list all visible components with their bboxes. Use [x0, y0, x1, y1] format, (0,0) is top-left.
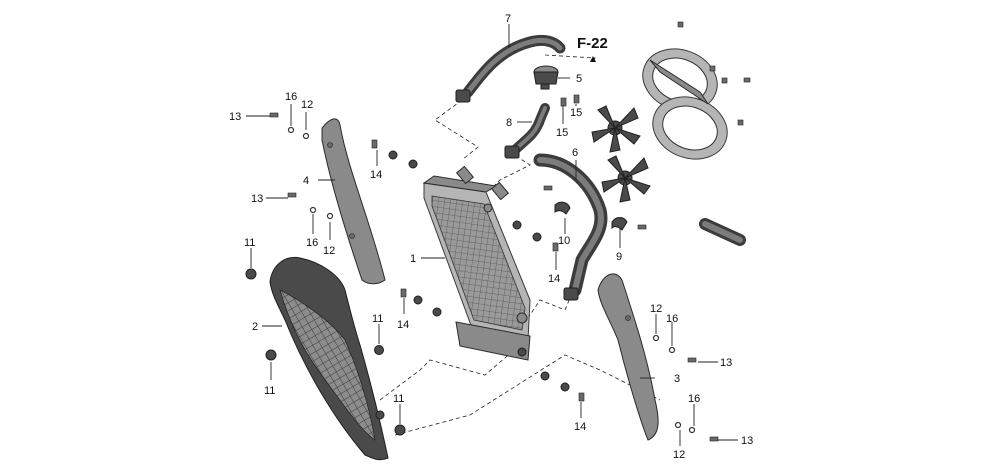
- left-upper-shroud: [321, 118, 386, 285]
- callout-12: 12: [650, 303, 662, 315]
- callout-15: 15: [556, 127, 568, 139]
- left-grille-shroud: [269, 256, 389, 461]
- callout-13: 13: [229, 111, 241, 123]
- callout-14: 14: [574, 421, 586, 433]
- thermostat-housing: [533, 65, 559, 90]
- right-shroud: [597, 273, 659, 441]
- callout-9: 9: [616, 251, 622, 263]
- callout-labels: F-22 1 2 3 4 5 6 7 8 9 10 11 11 11 11 12…: [229, 13, 753, 461]
- callout-14: 14: [397, 319, 409, 331]
- callout-11: 11: [393, 393, 404, 405]
- callout-12: 12: [323, 245, 335, 257]
- callout-3: 3: [674, 373, 680, 385]
- callout-4: 4: [303, 175, 309, 187]
- callout-15: 15: [570, 107, 582, 119]
- callout-13: 13: [720, 357, 732, 369]
- callout-6: 6: [572, 147, 578, 159]
- callout-14: 14: [370, 169, 382, 181]
- callout-7: 7: [505, 13, 511, 25]
- fasteners: [245, 21, 751, 442]
- leader-lines: [246, 24, 738, 446]
- callout-16: 16: [285, 91, 297, 103]
- callout-16: 16: [306, 237, 318, 249]
- cooling-fan-lower: [601, 155, 651, 203]
- callout-14: 14: [548, 273, 560, 285]
- callout-8: 8: [506, 117, 512, 129]
- callout-2: 2: [252, 321, 258, 333]
- reference-label: F-22: [577, 35, 608, 52]
- callout-11: 11: [264, 385, 275, 397]
- fan-shroud: [642, 48, 728, 160]
- callout-12: 12: [301, 99, 313, 111]
- callout-13: 13: [251, 193, 263, 205]
- cooling-fan-upper: [591, 105, 641, 153]
- upper-hose: [455, 34, 566, 103]
- small-hose: [504, 103, 550, 159]
- callout-13: 13: [741, 435, 753, 447]
- callout-16: 16: [666, 313, 678, 325]
- callout-11: 11: [244, 237, 255, 249]
- callout-5: 5: [576, 73, 582, 85]
- lower-hose: [533, 153, 608, 301]
- connection-lines: [379, 54, 661, 436]
- callout-10: 10: [558, 235, 570, 247]
- callout-11: 11: [372, 313, 383, 325]
- breather-hose: [699, 218, 746, 246]
- radiator-core: [422, 165, 531, 361]
- reference-arrow-icon: [590, 56, 596, 62]
- callout-12: 12: [673, 449, 685, 461]
- callout-16: 16: [688, 393, 700, 405]
- callout-1: 1: [410, 253, 416, 265]
